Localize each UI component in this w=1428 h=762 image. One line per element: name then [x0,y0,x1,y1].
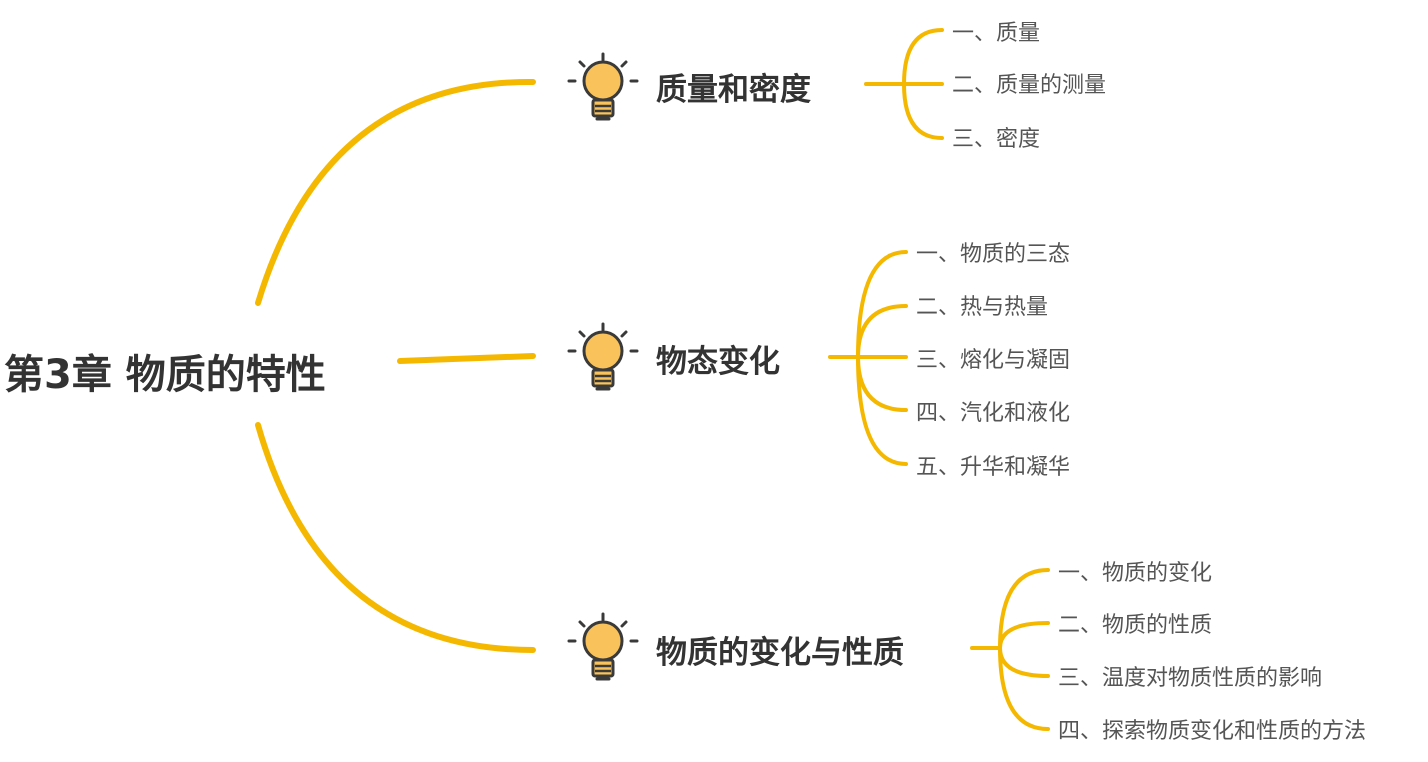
subtopic-2-5: 五、升华和凝华 [916,455,1070,480]
lightbulb-icon [567,52,639,121]
topic-2: 物态变化 一、物质的三态 二、热与热量 三、熔化与凝固 四、汽化和液化 五、升华… [567,242,1070,480]
topic-2-label: 物态变化 [656,344,780,380]
branch-root-topic-1 [255,78,536,306]
topic-1: 质量和密度 一、质量 二、质量的测量 三、密度 [567,21,1106,152]
subtopic-2-3: 三、熔化与凝固 [916,348,1070,373]
lightbulb-icon [567,612,639,681]
topic-2-subbranches [828,250,908,466]
subtopic-1-2: 二、质量的测量 [952,73,1106,98]
subtopic-1-3: 三、密度 [952,127,1040,152]
topic-3: 物质的变化与性质 一、物质的变化 二、物质的性质 三、温度对物质性质的影响 四、… [567,561,1366,744]
branch-root-topic-2 [397,353,536,364]
subtopic-3-3: 三、温度对物质性质的影响 [1058,666,1322,691]
lightbulb-icon [567,322,639,391]
subtopic-2-4: 四、汽化和液化 [916,401,1070,426]
subtopic-3-1: 一、物质的变化 [1058,561,1212,586]
topic-3-label: 物质的变化与性质 [656,635,904,671]
main-branches [255,78,536,653]
branch-root-topic-3 [255,422,536,653]
subtopic-3-2: 二、物质的性质 [1058,613,1212,638]
topic-1-label: 质量和密度 [656,72,811,108]
subtopic-3-4: 四、探索物质变化和性质的方法 [1058,719,1366,744]
topic-1-subbranches [864,28,944,140]
topic-3-subbranches [970,568,1050,731]
subtopic-2-1: 一、物质的三态 [916,242,1070,267]
subtopic-1-1: 一、质量 [952,21,1040,46]
subtopic-2-2: 二、热与热量 [916,295,1048,320]
root-node: 第3章 物质的特性 [4,352,326,398]
